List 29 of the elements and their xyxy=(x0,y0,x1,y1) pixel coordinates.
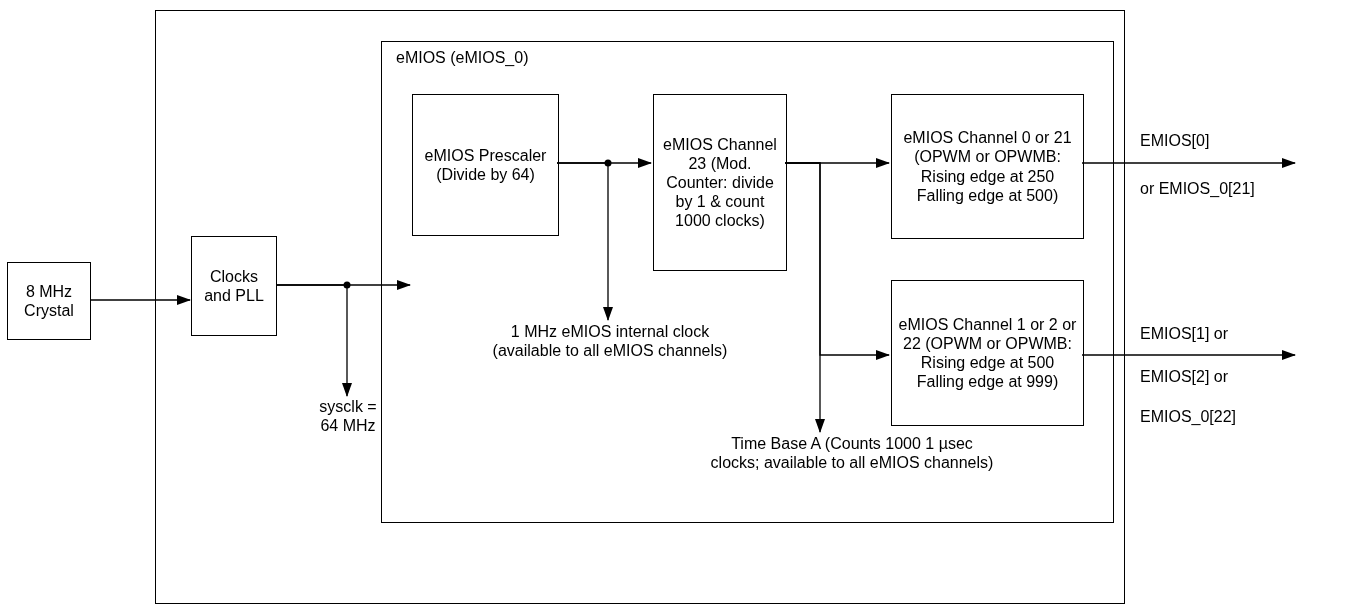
node-text: Clocks and PLL xyxy=(203,266,265,306)
signal-label: EMIOS[2] or xyxy=(1140,368,1229,386)
signal-label: EMIOS[1] or xyxy=(1140,325,1229,343)
container-box xyxy=(381,41,1114,523)
block-box xyxy=(412,94,559,236)
node-text: eMIOS Channel 1 or 2 or 22 (OPWM or OPWMB: Rising edge at 500 Falling edge at 999) xyxy=(897,314,1078,392)
node-text: eMIOS Channel 0 or 21 (OPWM or OPWMB: Rising edge at 250 Falling edge at 500) xyxy=(902,128,1073,205)
node-text: 8 MHz Crystal xyxy=(23,281,75,321)
node-text: eMIOS Prescaler (Divide by 64) xyxy=(423,145,548,185)
signal-label: EMIOS[0] xyxy=(1140,132,1210,150)
node-text: sysclk = 64 MHz xyxy=(318,397,378,436)
block-box xyxy=(7,262,91,340)
signal-label: or EMIOS_0[21] xyxy=(1140,180,1255,198)
node-text: eMIOS (eMIOS_0) xyxy=(396,48,529,68)
arrow xyxy=(1081,158,1296,168)
block-box xyxy=(891,280,1084,426)
block-box xyxy=(191,236,277,336)
arrow xyxy=(90,295,191,305)
block-box xyxy=(891,94,1084,239)
arrow xyxy=(784,162,825,433)
container-box xyxy=(155,10,1125,604)
arrow xyxy=(556,162,613,321)
node-text: 1 MHz eMIOS internal clock (available to all eMIOS channels) xyxy=(491,322,729,361)
arrow xyxy=(1081,350,1296,360)
node-text: eMIOS Channel 23 (Mod. Counter: divide by 1 & count 1000 clocks) xyxy=(662,134,778,231)
signal-label: EMIOS_0[22] xyxy=(1140,408,1237,426)
node-text: Time Base A (Counts 1000 1 µsec clocks; available to all eMIOS channels) xyxy=(709,434,995,473)
block-box xyxy=(653,94,787,271)
arrow xyxy=(275,284,352,397)
